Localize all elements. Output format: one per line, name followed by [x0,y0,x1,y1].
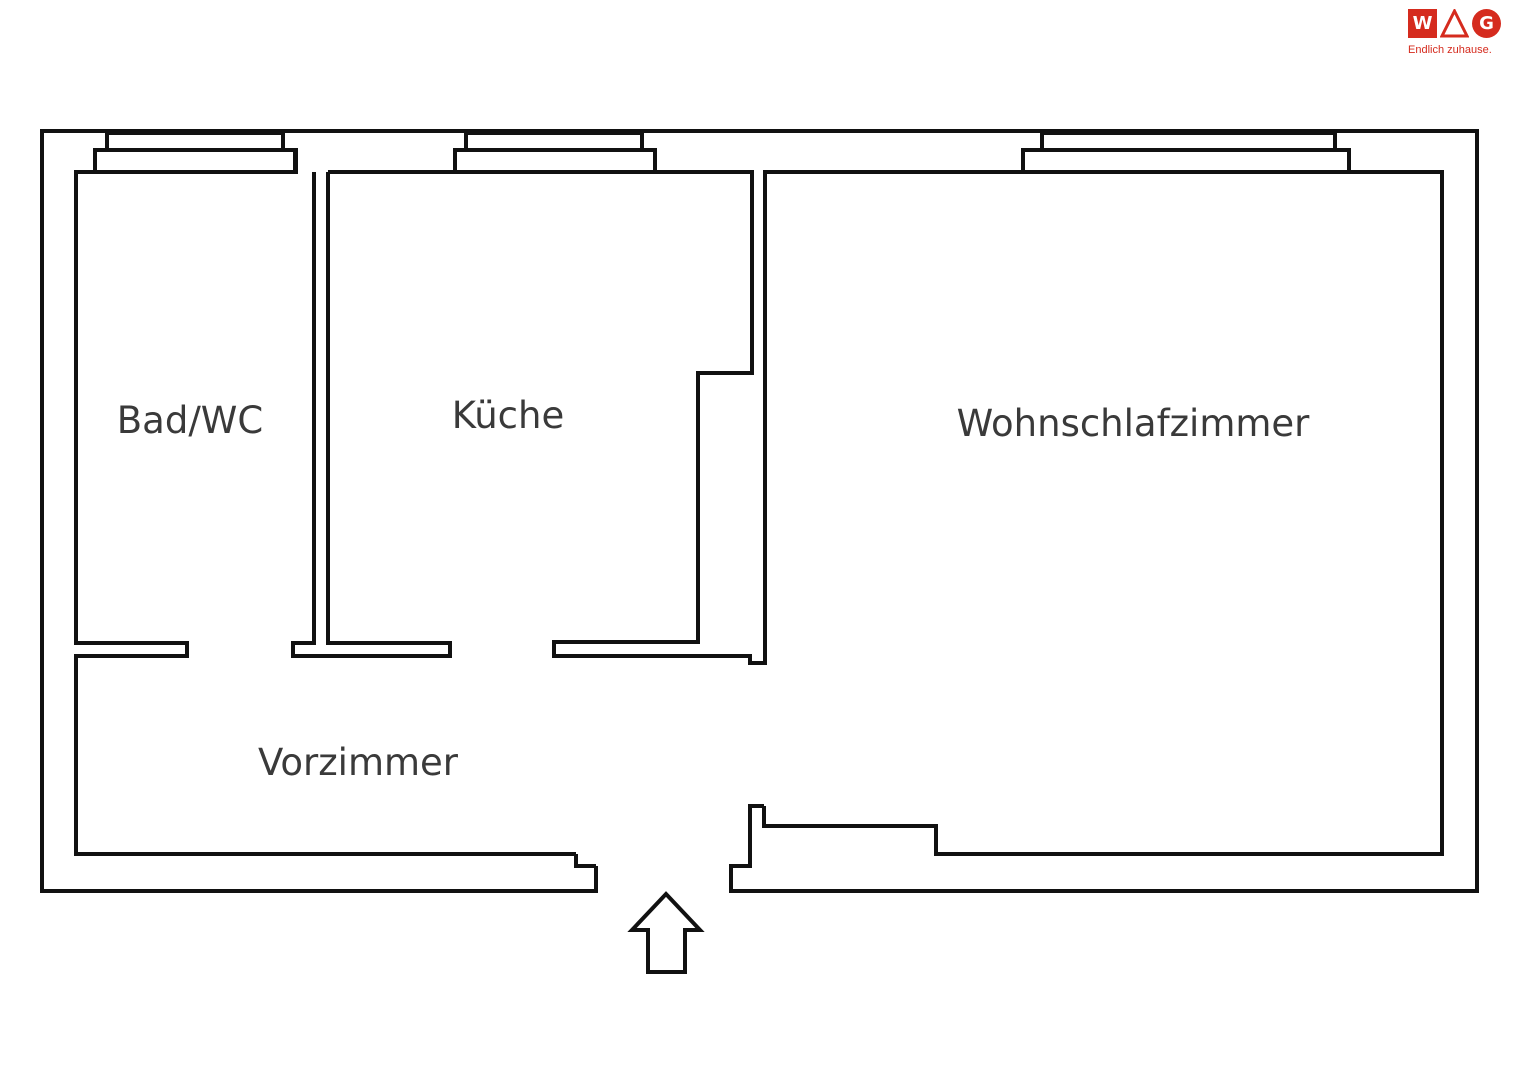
wall-bad-kueche [291,172,452,658]
logo-slogan: Endlich zuhause. [1408,44,1492,56]
window-kueche [453,131,657,174]
logo-letter-a [1440,9,1469,38]
wag-logo: W G Endlich zuhause. [1408,9,1518,69]
wall-kueche-wohn [328,170,1444,856]
logo-letter-w: W [1408,9,1437,38]
logo-letter-g: G [1472,9,1501,38]
room-label-vorzimmer: Vorzimmer [258,741,459,784]
wall-vorzimmer-step [574,854,596,868]
room-label-kueche: Küche [452,394,564,437]
room-label-wohnschlafzimmer: Wohnschlafzimmer [957,402,1311,445]
room-label-bad: Bad/WC [117,399,263,442]
arrow-up-icon [627,891,705,974]
window-bad [93,131,298,174]
window-wohnschlafzimmer [1021,131,1351,174]
